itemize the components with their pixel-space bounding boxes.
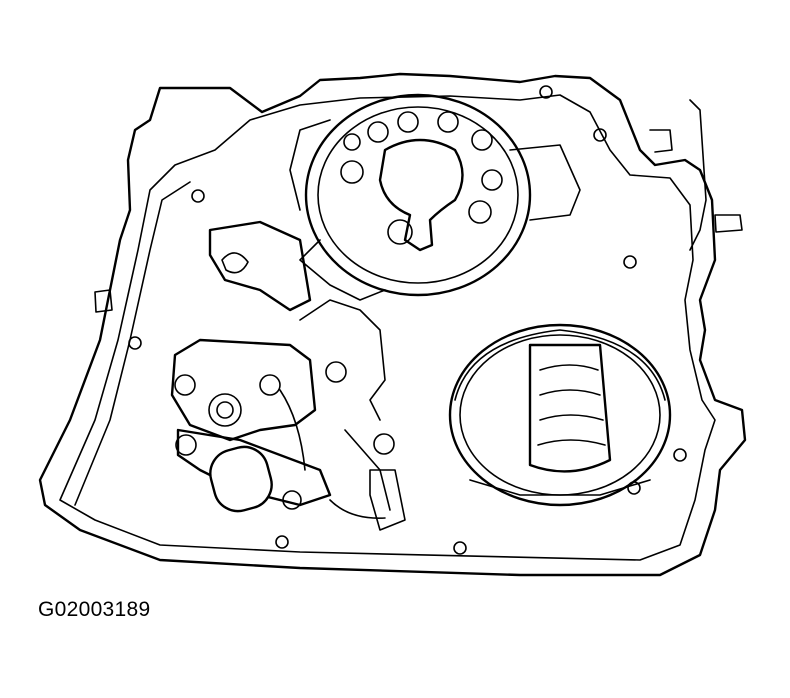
figure-id-label: G02003189 (38, 598, 151, 621)
lower-right-housing (448, 323, 672, 507)
case-outline (38, 72, 747, 577)
valve-body-details (299, 299, 406, 531)
solenoid-assembly (170, 220, 386, 519)
upper-gear-assembly (289, 93, 581, 301)
